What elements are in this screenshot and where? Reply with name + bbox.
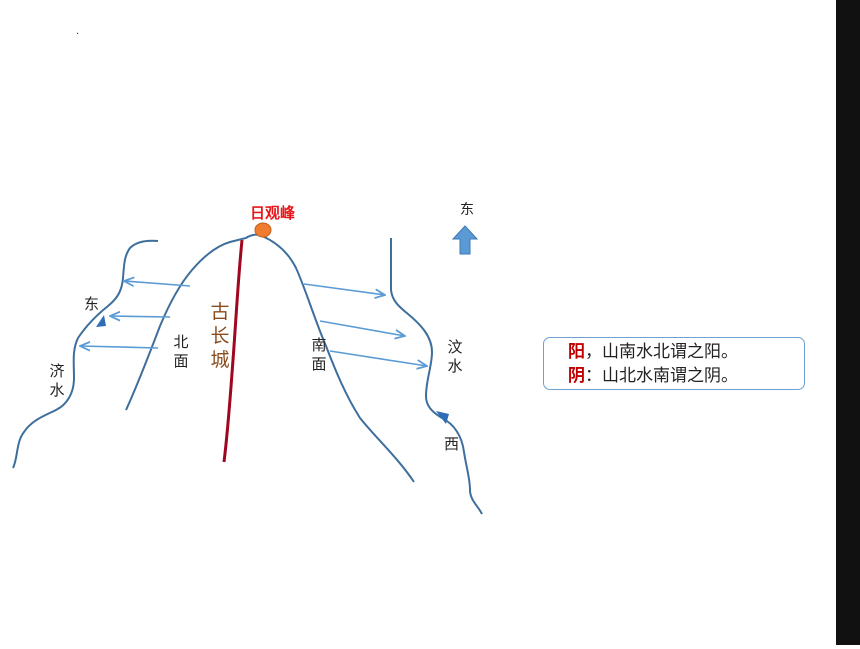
yin-line: 阴：山北水南谓之阴。 [568,364,804,388]
mountain-left-slope [125,233,263,411]
north-arrow-3 [80,346,159,348]
ji-river [12,239,159,469]
north-arrow-2 [110,316,171,317]
peak-label: 日观峰 [250,204,296,222]
ji-east-label: 东 [84,295,100,313]
great-wall-label: 古长城 [210,301,230,371]
south-arrow-2 [319,320,405,336]
ji-river-flow-arrow [96,315,106,327]
yin-key: 阴 [568,366,585,386]
yang-line: 阳，山南水北谓之阳。 [568,340,804,364]
yang-key: 阳 [568,342,585,362]
mountain-right-slope [261,235,415,483]
peak-marker [254,222,272,238]
great-wall-line [222,239,244,463]
wen-river-flow-arrow [436,411,449,424]
north-arrow-1 [124,281,191,286]
wen-west-label: 西 [444,435,460,453]
right-edge-bar [836,0,860,645]
south-arrow-3 [329,350,427,366]
yin-text: ：山北水南谓之阴。 [585,366,738,386]
east-direction-label: 东 [460,202,474,218]
north-face-label: 北面 [173,333,189,370]
wen-river-label: 汶水 [447,338,463,375]
ji-river-label: 济水 [49,362,65,399]
wen-river [390,238,483,515]
south-face-label: 南面 [311,336,327,373]
stray-dot: . [76,26,80,37]
yin-yang-note-box: 阳，山南水北谓之阳。 阴：山北水南谓之阴。 [543,337,805,390]
east-direction-arrow-icon [451,225,479,255]
yang-text: ，山南水北谓之阳。 [585,342,738,362]
south-arrow-1 [303,283,385,295]
